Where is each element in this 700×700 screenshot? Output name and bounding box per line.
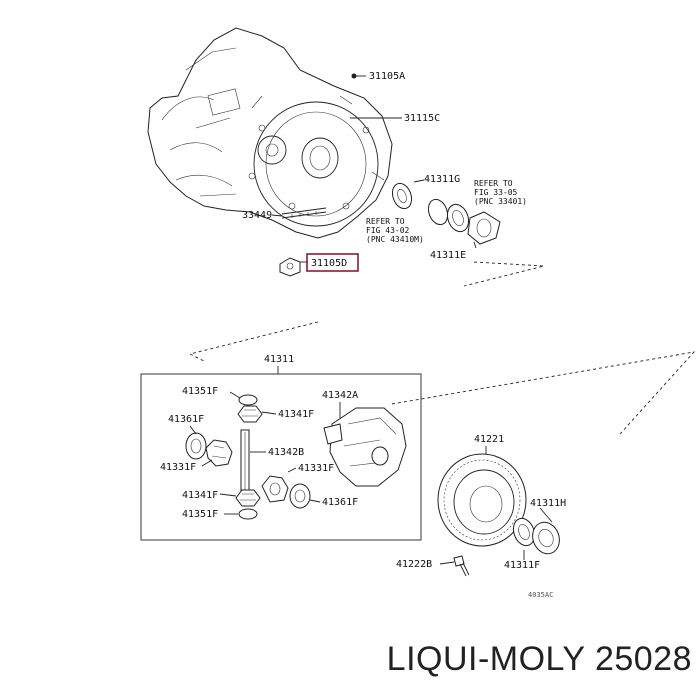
ring-gear-41221	[437, 453, 527, 547]
transaxle-housing	[147, 27, 393, 239]
refer-upper-line3[interactable]: (PNC 33401)	[474, 197, 527, 206]
label-41311G[interactable]: 41311G	[424, 174, 460, 185]
label-41311F[interactable]: 41311F	[504, 560, 540, 571]
label-41311H[interactable]: 41311H	[530, 498, 566, 509]
drawing-code: 4035AC	[528, 591, 553, 599]
refer-upper-line1[interactable]: REFER TO	[474, 179, 513, 188]
label-33449[interactable]: 33449	[242, 210, 272, 221]
refer-mid-line2[interactable]: FIG 43-02	[366, 226, 410, 235]
side-gear-41331F-right	[261, 475, 289, 503]
label-41311[interactable]: 41311	[264, 354, 294, 365]
refer-upper-line2[interactable]: FIG 33-05	[474, 188, 518, 197]
pinion-41341F-top	[237, 405, 263, 423]
label-41341F-a[interactable]: 41341F	[278, 409, 314, 420]
differential-case-41342A	[323, 407, 407, 487]
label-31105A[interactable]: 31105A	[369, 71, 405, 82]
refer-mid-line1[interactable]: REFER TO	[366, 217, 405, 226]
label-41351F-b[interactable]: 41351F	[182, 509, 218, 520]
shaft-33449	[281, 207, 327, 219]
washer-41351F-top	[238, 394, 258, 406]
label-41331F-a[interactable]: 41331F	[160, 462, 196, 473]
bearing-set-41311E	[427, 198, 501, 245]
pinion-shaft-41342B	[240, 429, 250, 495]
oil-seal-41311G	[391, 182, 413, 210]
label-41311E[interactable]: 41311E	[430, 250, 466, 261]
pinion-41341F-bottom	[235, 489, 261, 507]
bearing-41311H	[512, 517, 560, 555]
plug-31105D	[279, 257, 301, 277]
dashed-connector-left	[188, 321, 319, 363]
side-gear-41331F-left	[205, 439, 233, 467]
label-41361F-a[interactable]: 41361F	[168, 414, 204, 425]
side-gear-41361F-right	[289, 483, 311, 509]
differential-kit-box	[140, 373, 422, 541]
washer-41351F-bottom	[238, 508, 258, 520]
dashed-connector-upper	[463, 261, 545, 287]
label-41341F-b[interactable]: 41341F	[182, 490, 218, 501]
label-31115C[interactable]: 31115C	[404, 113, 440, 124]
label-41342B[interactable]: 41342B	[268, 447, 304, 458]
highlight-box-31105D	[306, 253, 359, 272]
label-41221[interactable]: 41221	[474, 434, 504, 445]
label-41331F-b[interactable]: 41331F	[298, 463, 334, 474]
label-41342A[interactable]: 41342A	[322, 390, 358, 401]
label-41351F-a[interactable]: 41351F	[182, 386, 218, 397]
label-41361F-b[interactable]: 41361F	[322, 497, 358, 508]
brand-watermark: LIQUI-MOLY 25028	[386, 640, 692, 678]
label-31105D[interactable]: 31105D	[311, 258, 347, 269]
bolt-41222B	[453, 555, 470, 577]
bolt-31105A-icon	[351, 73, 357, 79]
side-gear-41361F-left	[185, 432, 207, 460]
label-41222B[interactable]: 41222B	[396, 559, 432, 570]
dashed-connector-right	[391, 351, 696, 435]
refer-mid-line3[interactable]: (PNC 43410M)	[366, 235, 424, 244]
